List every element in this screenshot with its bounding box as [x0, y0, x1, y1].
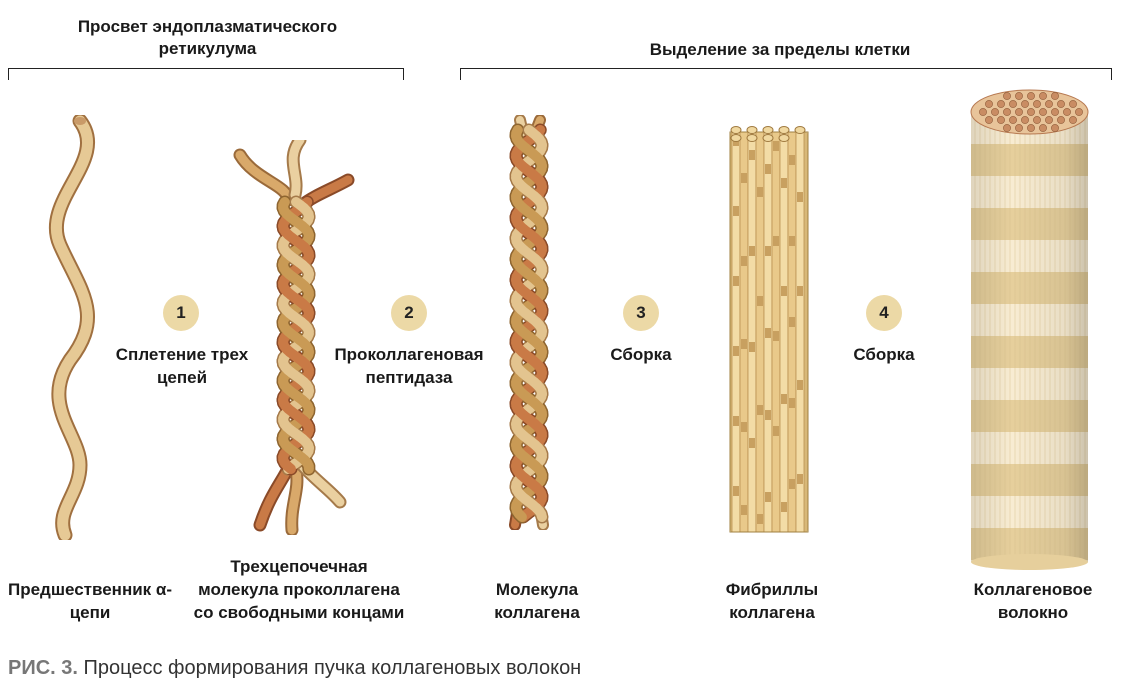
- step-1-marker: 1: [163, 295, 199, 331]
- step-3-marker: 3: [623, 295, 659, 331]
- figure-number: РИС. 3.: [8, 657, 78, 679]
- step-3-label: Сборка: [610, 345, 672, 364]
- figure-caption: РИС. 3. Процесс формирования пучка колла…: [8, 657, 581, 680]
- label-alpha-chain-precursor: Предшественник α-цепи: [7, 580, 173, 622]
- collagen-fibrils-illustration: [729, 126, 809, 533]
- label-collagen-molecule: Молекула коллагена: [494, 580, 580, 622]
- bracket-er-lumen: [8, 68, 404, 80]
- header-secretion: Выделение за пределы клетки: [649, 40, 911, 59]
- collagen-molecule-illustration: [509, 115, 549, 530]
- collagen-fiber-illustration: [970, 89, 1089, 570]
- step-4-label: Сборка: [853, 345, 915, 364]
- step-1-label: Сплетение трех цепей: [115, 345, 249, 387]
- label-collagen-fibrils: Фибриллы коллагена: [725, 580, 819, 622]
- header-er-lumen: Просвет эндоплазматического ретикулума: [77, 17, 338, 58]
- step-2-label: Проколлагеновая пептидаза: [334, 345, 484, 387]
- bracket-secretion: [460, 68, 1112, 80]
- step-2-marker: 2: [391, 295, 427, 331]
- label-collagen-fiber: Коллагеновое волокно: [973, 580, 1093, 622]
- alpha-chain-illustration: [48, 115, 95, 540]
- procollagen-illustration: [233, 140, 355, 535]
- figure-caption-text: Процесс формирования пучка коллагеновых …: [83, 657, 582, 679]
- label-procollagen: Трехцепочечная молекула проколлагена со …: [193, 557, 405, 622]
- step-4-marker: 4: [866, 295, 902, 331]
